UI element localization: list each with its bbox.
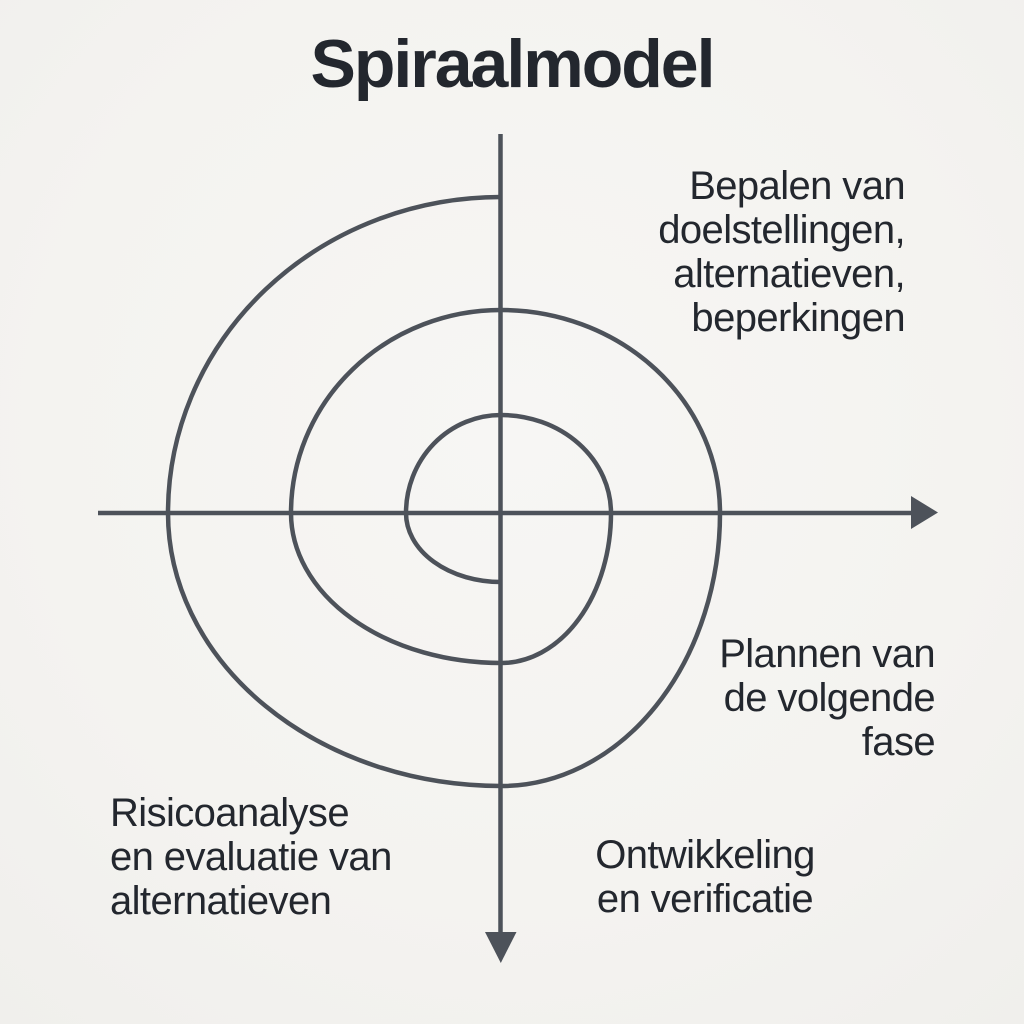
- quadrant-label-risk-analysis: Risicoanalyse en evaluatie van alternati…: [110, 791, 392, 923]
- spiral-curve: [165, 194, 723, 789]
- page-title: Spiraalmodel: [310, 26, 715, 102]
- horizontal-axis: [98, 496, 938, 529]
- arrow-right-icon: [911, 496, 938, 529]
- arrow-down-icon: [485, 932, 517, 963]
- quadrant-label-development: Ontwikkeling en verificatie: [595, 833, 815, 921]
- quadrant-label-objectives: Bepalen van doelstellingen, alternatieve…: [658, 164, 905, 340]
- quadrant-label-planning: Plannen van de volgende fase: [719, 632, 935, 764]
- vertical-axis: [485, 134, 517, 963]
